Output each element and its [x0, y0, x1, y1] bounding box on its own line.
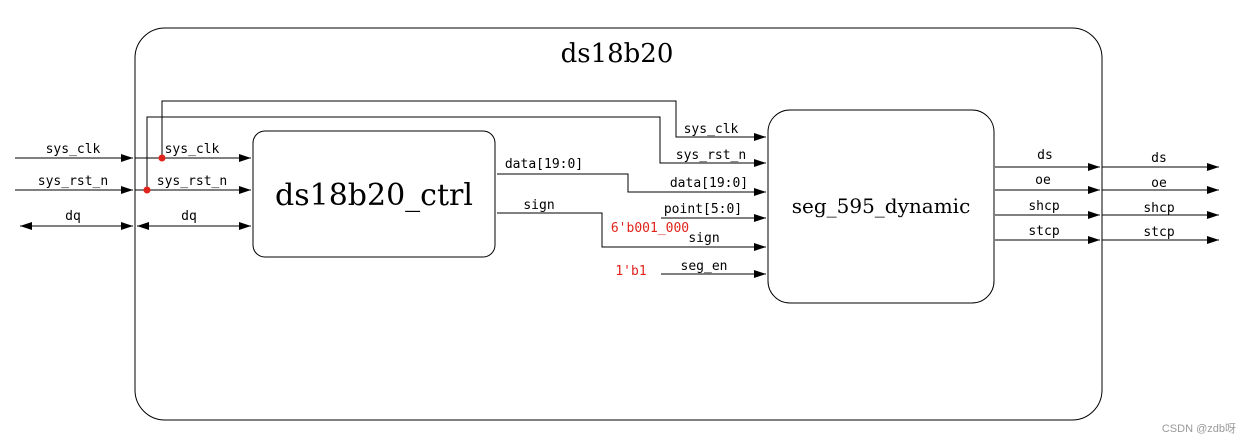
- label-sys-rst-n-seg: sys_rst_n: [676, 148, 746, 163]
- label-sys-clk-ctrl: sys_clk: [165, 142, 220, 157]
- label-sys-rst-n-in: sys_rst_n: [38, 174, 108, 189]
- label-dq-ctrl: dq: [181, 209, 197, 224]
- top-module-title: ds18b20: [561, 39, 674, 69]
- top-module-box: [134, 27, 1103, 421]
- wire-data: [497, 173, 766, 196]
- label-ds-out: ds: [1151, 151, 1167, 166]
- label-dq-in: dq: [65, 209, 81, 224]
- seg-module-label: seg_595_dynamic: [792, 194, 971, 218]
- label-sys-clk-seg: sys_clk: [684, 122, 739, 137]
- label-sign-seg: sign: [688, 231, 719, 246]
- label-point-const: 6'b001_000: [611, 221, 689, 236]
- ctrl-module-box: [252, 130, 496, 258]
- label-stcp-seg: stcp: [1028, 224, 1059, 239]
- watermark: CSDN @zdb呀: [1162, 422, 1236, 435]
- seg-module-box: [767, 109, 995, 304]
- label-sys-rst-n-ctrl: sys_rst_n: [157, 174, 227, 189]
- wire-sys-rst-n-branch: [146, 116, 766, 190]
- label-shcp-out: shcp: [1143, 201, 1174, 216]
- label-data-seg: data[19:0]: [670, 176, 748, 191]
- wire-sign: [497, 212, 766, 251]
- label-stcp-out: stcp: [1143, 225, 1174, 240]
- label-seg-en-seg: seg_en: [681, 259, 728, 274]
- label-sys-clk-in: sys_clk: [46, 142, 101, 157]
- label-point-seg: point[5:0]: [664, 202, 742, 217]
- label-sign-ctrl: sign: [523, 198, 554, 213]
- wire-sys-clk-branch: [161, 100, 766, 158]
- label-ds-seg: ds: [1037, 148, 1053, 163]
- label-oe-seg: oe: [1035, 173, 1051, 188]
- label-data-ctrl: data[19:0]: [505, 157, 583, 172]
- label-oe-out: oe: [1151, 176, 1167, 191]
- ctrl-module-label: ds18b20_ctrl: [275, 178, 473, 213]
- label-seg-en-const: 1'b1: [615, 264, 646, 279]
- label-shcp-seg: shcp: [1028, 199, 1059, 214]
- junction-sys-clk: [158, 154, 166, 162]
- junction-sys-rst-n: [143, 186, 151, 194]
